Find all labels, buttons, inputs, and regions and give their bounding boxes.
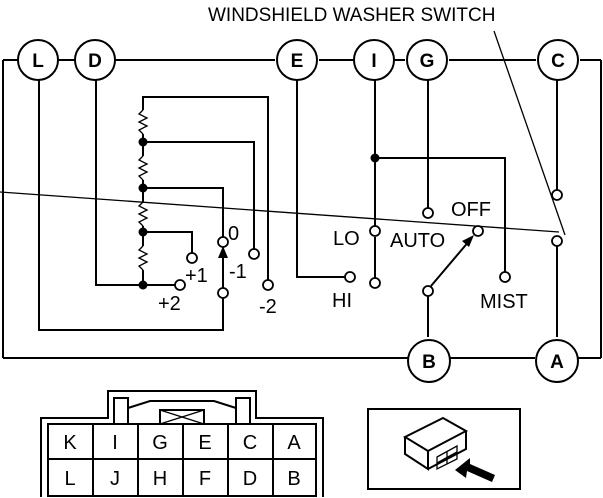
cavity-f: F [199, 468, 211, 490]
terminal-zero [217, 236, 229, 248]
cavity-b: B [287, 468, 300, 490]
cavity-a: A [287, 432, 301, 454]
wiper-slider [218, 246, 228, 291]
terminal-hi [344, 271, 356, 283]
label-zero: 0 [228, 223, 239, 245]
washer-contact [0, 80, 560, 337]
terminal-wiper [217, 287, 229, 299]
svg-text:D: D [88, 51, 102, 72]
label-off: OFF [451, 199, 491, 221]
pin-c: C [537, 39, 579, 81]
cavity-k: K [63, 432, 77, 454]
svg-text:C: C [551, 51, 565, 72]
label-mist: MIST [480, 291, 528, 313]
connector-face [40, 390, 324, 497]
terminal-b-common [422, 285, 434, 297]
terminal-lo [369, 225, 381, 237]
cavity-c: C [243, 432, 257, 454]
label-minus2: -2 [259, 296, 277, 318]
terminal-auto [422, 207, 434, 219]
terminal-lo-hi [369, 277, 381, 289]
cavity-j: J [110, 468, 120, 490]
svg-text:E: E [291, 51, 304, 72]
wire-mist [375, 157, 506, 272]
label-minus1: -1 [229, 261, 247, 283]
terminal-off [472, 225, 484, 237]
wire-l [38, 80, 224, 331]
cavity-e: E [198, 432, 211, 454]
terminal-plus1 [186, 252, 198, 264]
label-hi: HI [332, 290, 352, 312]
wire-d [95, 80, 175, 286]
view-arrow-icon [455, 458, 495, 482]
label-plus2: +2 [158, 293, 181, 315]
connector-row-1: K I G E C A [63, 432, 301, 454]
svg-text:B: B [422, 352, 436, 373]
terminal-c-contact [551, 189, 563, 201]
title-leader-line [493, 30, 566, 236]
cavity-i: I [112, 432, 118, 454]
pin-g: G [406, 39, 448, 81]
label-auto: AUTO [390, 230, 445, 252]
terminal-minus1 [248, 248, 260, 260]
cavity-h: H [153, 468, 167, 490]
pin-b: B [407, 339, 451, 383]
label-lo: LO [333, 228, 360, 250]
terminal-mist [499, 271, 511, 283]
wire-e [296, 80, 345, 278]
svg-text:A: A [550, 352, 564, 373]
terminal-minus2 [262, 279, 274, 291]
svg-text:G: G [420, 51, 435, 72]
svg-text:L: L [32, 51, 44, 72]
terminal-a-contact [551, 235, 563, 247]
pin-l: L [17, 39, 59, 81]
cavity-g: G [152, 432, 168, 454]
cavity-l: L [64, 468, 75, 490]
switch-frame [2, 59, 602, 359]
cavity-d: D [243, 468, 257, 490]
pin-i: I [353, 39, 395, 81]
pin-a: A [535, 339, 579, 383]
label-plus1: +1 [185, 265, 208, 287]
resistor-ladder [137, 96, 269, 290]
mode-switch-arm [427, 235, 474, 337]
pin-d: D [74, 39, 116, 81]
connector-view-inset [367, 408, 521, 490]
diagram-title: WINDSHIELD WASHER SWITCH [208, 5, 495, 26]
connector-row-2: L J H F D B [64, 468, 300, 490]
terminal-plus2 [174, 279, 186, 291]
pin-e: E [276, 39, 318, 81]
svg-text:I: I [371, 51, 376, 72]
